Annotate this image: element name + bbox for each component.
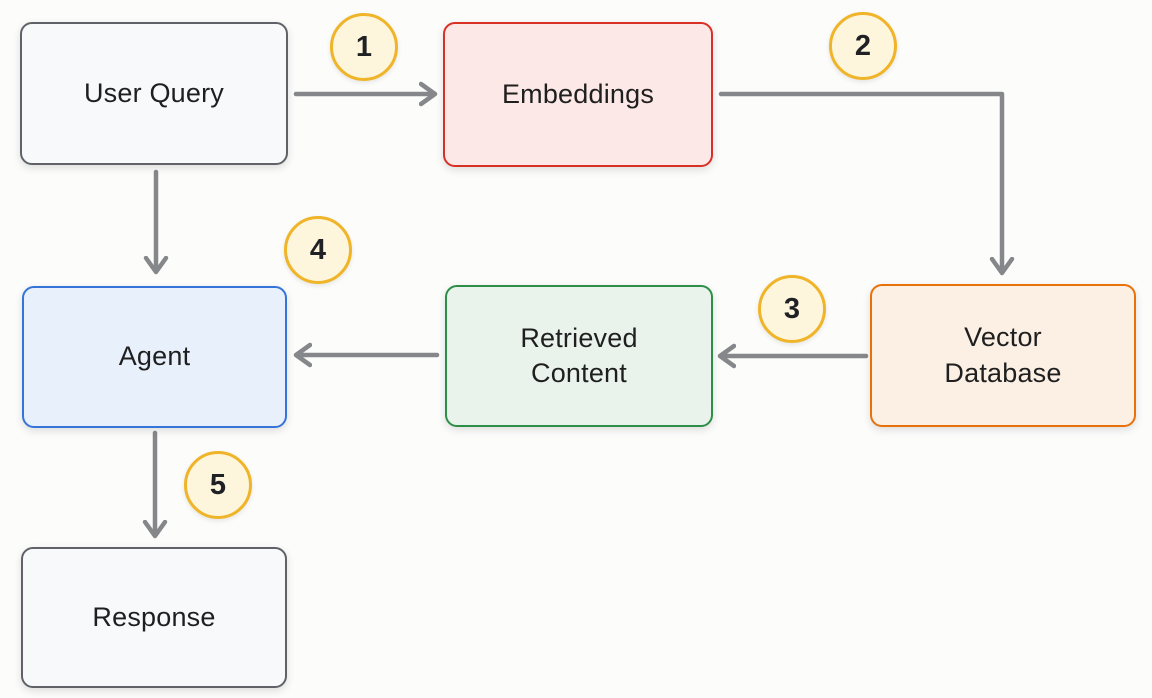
node-response-label: Response	[92, 601, 216, 632]
step-badge-3: 3	[758, 275, 826, 343]
node-response: Response	[21, 547, 287, 688]
step-badge-2: 2	[829, 12, 897, 80]
step-badge-3-number: 3	[783, 292, 801, 325]
step-badge-1: 1	[330, 13, 398, 81]
arrow-embeddings-to-vector-database	[718, 91, 1002, 271]
node-embeddings: Embeddings	[443, 22, 713, 167]
node-user-query-label: User Query	[83, 77, 225, 108]
step-badge-5-number: 5	[209, 468, 227, 501]
step-badge-1-number: 1	[355, 30, 373, 63]
step-badge-2-number: 2	[854, 29, 872, 62]
node-user-query: User Query	[20, 22, 288, 165]
step-badge-5: 5	[184, 451, 252, 519]
node-agent: Agent	[22, 286, 287, 428]
node-retrieved-content-label: Retrieved Content	[520, 322, 638, 388]
step-badge-4-number: 4	[309, 233, 327, 266]
node-embeddings-label: Embeddings	[501, 78, 655, 109]
node-agent-label: Agent	[118, 341, 191, 372]
node-vector-database: Vector Database	[870, 284, 1136, 427]
node-vector-database-label: Vector Database	[944, 322, 1062, 388]
node-retrieved-content: Retrieved Content	[445, 285, 713, 427]
step-badge-4: 4	[284, 216, 352, 284]
